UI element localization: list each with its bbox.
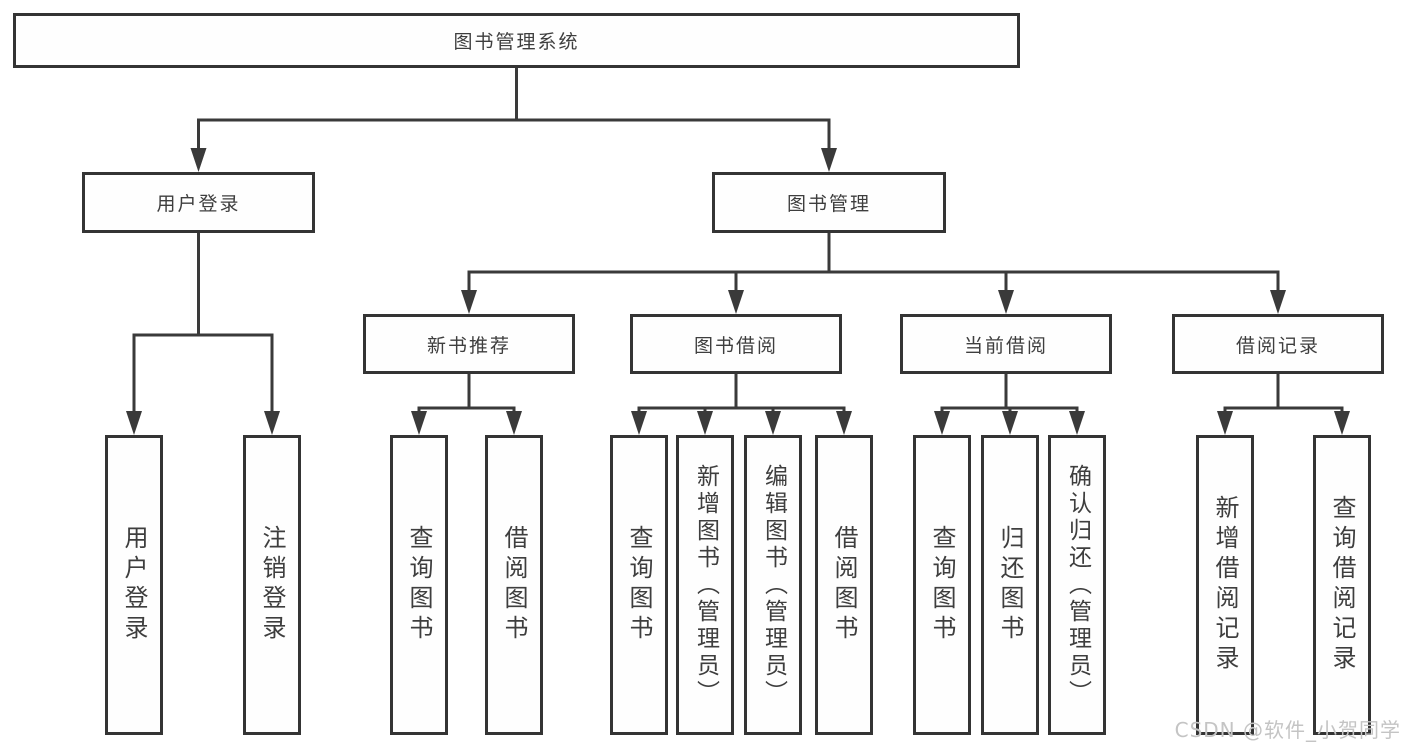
- leaf-edit-books-admin: 编辑图书（管理员）: [744, 435, 802, 735]
- node-label: 归还图书: [996, 525, 1024, 645]
- leaf-query-books-2: 查询图书: [610, 435, 668, 735]
- node-library-management-system: 图书管理系统: [13, 13, 1020, 68]
- node-label: 查询图书: [625, 525, 653, 645]
- node-label: 注销登录: [258, 525, 286, 645]
- node-label: 用户登录: [156, 193, 241, 215]
- leaf-user-login: 用户登录: [105, 435, 163, 735]
- node-label: 查询借阅记录: [1328, 495, 1356, 675]
- node-label: 当前借阅: [963, 334, 1048, 357]
- node-label: 图书管理: [786, 193, 871, 215]
- node-user-login: 用户登录: [82, 172, 315, 233]
- leaf-query-borrow-record: 查询借阅记录: [1313, 435, 1371, 735]
- node-label: 借阅图书: [500, 525, 528, 645]
- node-book-management: 图书管理: [712, 172, 946, 233]
- csdn-watermark: CSDN @软件_小贺同学: [1174, 718, 1401, 742]
- node-label: 确认归还（管理员）: [1064, 463, 1091, 707]
- leaf-borrow-books-1: 借阅图书: [485, 435, 543, 735]
- node-label: 借阅记录: [1235, 334, 1320, 357]
- node-borrowing-records: 借阅记录: [1172, 314, 1384, 374]
- leaf-query-books-3: 查询图书: [913, 435, 971, 735]
- node-label: 借阅图书: [830, 525, 858, 645]
- node-label: 用户登录: [120, 525, 148, 645]
- node-label: 查询图书: [928, 525, 956, 645]
- node-label: 新书推荐: [426, 334, 511, 357]
- node-label: 图书借阅: [693, 334, 778, 357]
- node-book-borrowing: 图书借阅: [630, 314, 842, 374]
- node-label: 新增借阅记录: [1211, 495, 1239, 675]
- leaf-return-books: 归还图书: [981, 435, 1039, 735]
- leaf-query-books-1: 查询图书: [390, 435, 448, 735]
- node-label: 编辑图书（管理员）: [760, 463, 787, 707]
- node-label: 新增图书（管理员）: [692, 463, 719, 707]
- node-current-borrowing: 当前借阅: [900, 314, 1112, 374]
- node-label: 查询图书: [405, 525, 433, 645]
- leaf-borrow-books-2: 借阅图书: [815, 435, 873, 735]
- leaf-logout: 注销登录: [243, 435, 301, 735]
- leaf-confirm-return-admin: 确认归还（管理员）: [1048, 435, 1106, 735]
- leaf-add-borrow-record: 新增借阅记录: [1196, 435, 1254, 735]
- node-label: 图书管理系统: [453, 31, 580, 53]
- leaf-add-books-admin: 新增图书（管理员）: [676, 435, 734, 735]
- node-new-book-recommendation: 新书推荐: [363, 314, 575, 374]
